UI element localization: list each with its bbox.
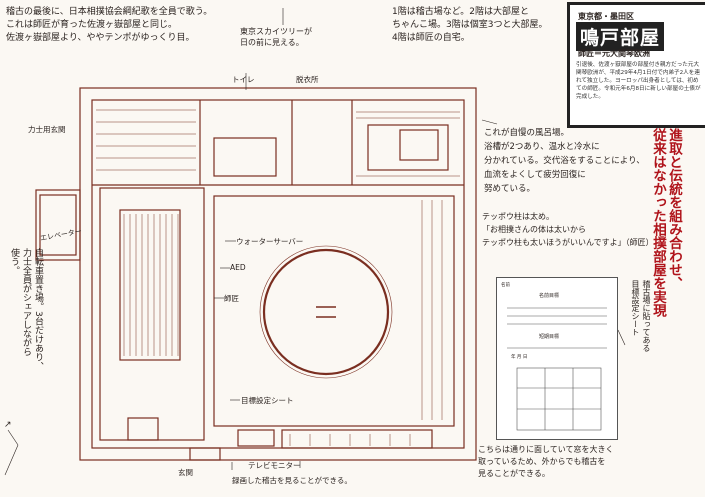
dohyo-ring <box>262 248 390 376</box>
note-window: こちらは通りに面していて窓を大きく 取っているため、外からでも稽古を 見ることが… <box>478 445 614 478</box>
outer-wall <box>79 87 477 461</box>
label-rikishi-entrance: 力士用玄関 <box>28 125 66 134</box>
title-area: 東京都・墨田区 <box>578 12 634 21</box>
goal-sheet-heading-long: 名前目標 <box>539 293 560 299</box>
label-toilet: トイレ <box>232 75 255 84</box>
note-tv: 録画した稽古を見ることができる。 <box>232 476 352 485</box>
note-skytree: 東京スカイツリーが 日の前に見える。 <box>240 27 312 47</box>
note-teppo: テッポウ柱は太め。 「お相撲さんの体は太いから テッポウ柱も太いほうがいいんです… <box>482 212 654 247</box>
label-tv-monitor: テレビモニター <box>248 461 301 470</box>
note-song: 稽古の最後に、日本相撲協会綱紀歌を全員で歌う。 これは師匠が育った佐渡ヶ嶽部屋と… <box>6 7 213 43</box>
goal-sheet-card: 名前 名前目標 短期目標 年 月 日 <box>496 277 618 440</box>
note-floors: 1階は稽古場など。2階は大部屋と ちゃんこ場。3階は個室3つと大部屋。 4階は師… <box>392 7 548 43</box>
elevator-block <box>35 189 81 261</box>
catch-copy: 進取と伝統を組み合わせ、 従来はなかった相撲部屋を実現 <box>650 128 682 317</box>
goal-sheet-name-label: 名前 <box>501 283 510 288</box>
note-goal-sheet: 稽古場に貼ってある 目標設定シート <box>631 280 651 352</box>
label-aed: AED <box>230 263 246 272</box>
keiko-floor <box>213 195 455 427</box>
goal-sheet-grid <box>507 307 607 431</box>
stable-name: 鳴戸部屋 <box>576 22 665 51</box>
north-arrow-icon: ↗ <box>4 420 12 430</box>
label-changing-room: 脱衣所 <box>296 75 319 84</box>
goal-sheet-date: 年 月 日 <box>511 355 528 360</box>
title-box: 東京都・墨田区 鳴戸部屋 師匠＝元大関琴欧洲 引退後、佐渡ヶ嶽部屋の部屋付き親方… <box>567 2 705 128</box>
note-bath: これが自慢の風呂場。 浴槽が2つあり、温水と冷水に 分かれている。交代浴をするこ… <box>484 128 645 194</box>
label-goal-sheet: 目標設定シート <box>241 396 294 405</box>
stable-master: 師匠＝元大関琴欧洲 <box>578 49 650 58</box>
label-water-server: ウォーターサーバー <box>236 237 304 246</box>
dohyo-mark: = <box>318 300 319 301</box>
goal-sheet-heading-short: 短期目標 <box>539 334 560 340</box>
label-master: 師匠 <box>224 294 239 303</box>
inner-wall <box>91 99 465 449</box>
note-bicycle: 自転車置き場。3台だけあり、 力士全員がシェアしながら 使う。 <box>9 248 43 371</box>
stable-description: 引退後、佐渡ヶ嶽部屋の部屋付き親方だった元大関琴欧洲が、平成29年4月1日付で内… <box>576 62 701 100</box>
label-entrance: 玄関 <box>178 468 193 477</box>
